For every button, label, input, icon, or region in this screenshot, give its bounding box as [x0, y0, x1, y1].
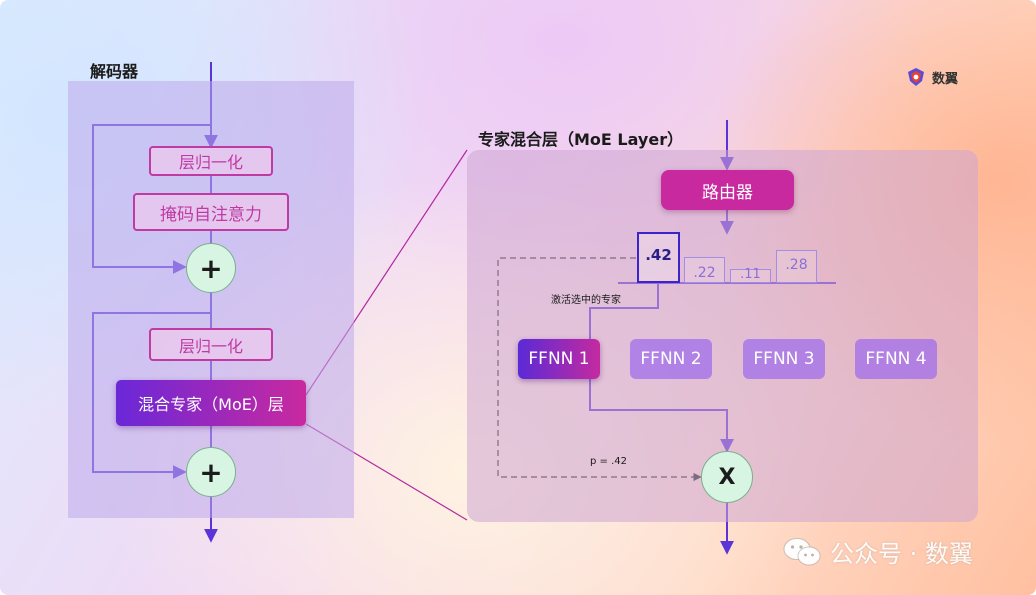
watermark: 公众号 · 数翼: [782, 534, 973, 569]
prob-bar: .11: [730, 267, 771, 283]
prob-bar: .22: [684, 257, 725, 283]
prob-label: .42: [645, 246, 672, 264]
layernorm-box-2: 层归一化: [149, 328, 273, 361]
prob-label: .11: [740, 267, 761, 282]
expert-ffnn-2: FFNN 2: [630, 339, 712, 379]
decoder-title: 解码器: [90, 62, 139, 81]
expert-ffnn-1: FFNN 1: [518, 339, 600, 379]
watermark-text: 公众号 · 数翼: [830, 540, 973, 568]
shield-logo-icon: [908, 68, 924, 86]
masked-attention-box: 掩码自注意力: [133, 193, 289, 231]
moe-layer-block: 混合专家（MoE）层: [116, 380, 306, 426]
prob-label: .22: [693, 265, 716, 281]
prob-bar: .28: [776, 250, 817, 283]
expert-ffnn-4: FFNN 4: [855, 339, 937, 379]
moe-title: 专家混合层（MoE Layer）: [478, 130, 684, 149]
expert-ffnn-3: FFNN 3: [743, 339, 825, 379]
prob-bar: .42: [637, 232, 680, 283]
add-node-2: +: [186, 447, 236, 497]
gate-probability-label: p = .42: [590, 456, 627, 467]
add-node-1: +: [186, 243, 236, 293]
wechat-icon: [783, 537, 821, 565]
brand: 数翼: [906, 67, 958, 87]
router-block: 路由器: [661, 170, 794, 210]
multiply-node: X: [701, 451, 753, 503]
layernorm-box-1: 层归一化: [149, 146, 273, 176]
brand-name: 数翼: [932, 71, 959, 87]
prob-label: .28: [785, 257, 808, 273]
activate-experts-label: 激活选中的专家: [551, 295, 621, 306]
